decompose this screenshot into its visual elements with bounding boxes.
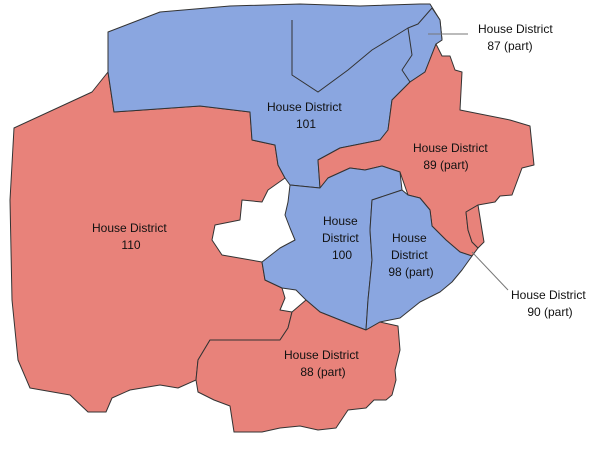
- leader-line-90: [471, 251, 509, 291]
- district-90-region[interactable]: [465, 204, 485, 249]
- label-district-100: House District 100: [322, 214, 362, 262]
- label-district-98: House District 98 (part): [388, 231, 433, 279]
- district-98-region[interactable]: [365, 189, 473, 331]
- label-district-90: House District 90 (part): [511, 288, 589, 319]
- label-district-89: House District 89 (part): [413, 141, 491, 172]
- label-district-87: House District 87 (part): [478, 22, 556, 53]
- internal-boundary-101: [291, 20, 409, 93]
- label-district-88: House District 88 (part): [284, 348, 362, 379]
- label-district-101: House District 101: [267, 100, 345, 131]
- label-district-110: House District 110: [92, 221, 170, 252]
- district-88-region[interactable]: [195, 299, 401, 433]
